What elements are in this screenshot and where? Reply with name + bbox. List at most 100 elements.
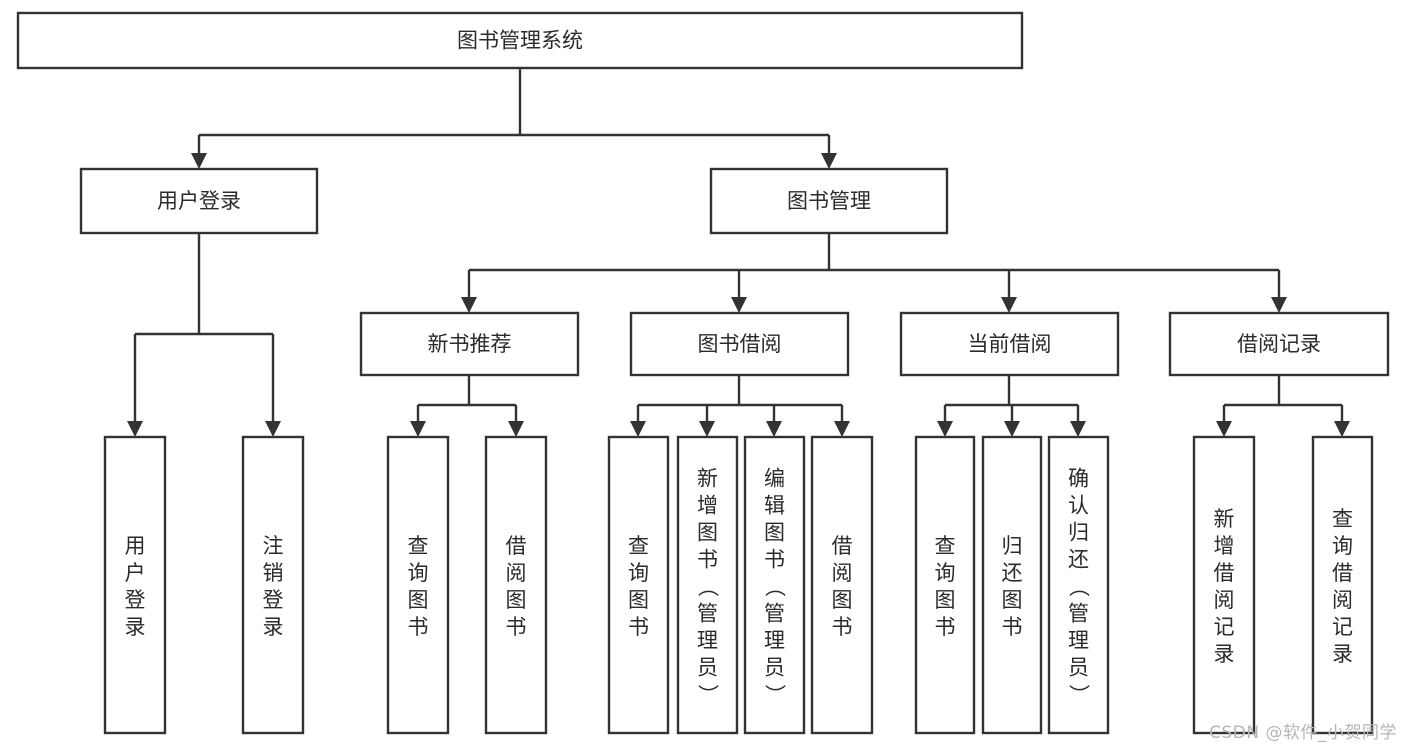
node-root[interactable]: 图书管理系统 xyxy=(16,11,1024,70)
node-leaf-7-box xyxy=(810,435,874,735)
node-level3-0-box xyxy=(359,311,580,377)
node-level3-1[interactable]: 图书借阅 xyxy=(629,311,850,377)
node-leaf-9-box xyxy=(981,435,1043,735)
node-level3-2[interactable]: 当前借阅 xyxy=(899,311,1120,377)
node-leaf-9-label-char: 还 xyxy=(1002,561,1023,585)
node-leaf-2-box xyxy=(386,435,450,735)
node-level2-0-label: 用户登录 xyxy=(157,189,241,213)
node-leaf-6-label-char: 理 xyxy=(764,629,785,653)
node-leaf-10-label-char: 还 xyxy=(1068,548,1089,572)
node-leaf-6-box xyxy=(743,435,806,735)
node-leaf-12-label-char: 阅 xyxy=(1332,588,1353,612)
node-leaf-6-label-char: 辑 xyxy=(764,494,785,518)
connector-layer xyxy=(127,68,1350,437)
node-leaf-5-label-char: 理 xyxy=(697,629,718,653)
node-leaf-6-label-char: 图 xyxy=(764,521,785,545)
node-leaf-2-label-char: 查 xyxy=(408,534,429,558)
node-level3-2-box xyxy=(899,311,1120,377)
user-to-leaf-0-arrowhead xyxy=(127,421,143,437)
node-leaf-3-label-char: 书 xyxy=(506,615,527,639)
node-leaf-5-label-char: 员 xyxy=(697,656,718,680)
node-leaf-11-box xyxy=(1192,435,1256,735)
node-leaf-10-label-char: （ xyxy=(1067,576,1091,597)
level3-0-to-leaf-1-arrowhead xyxy=(508,421,524,437)
node-leaf-6-label-char: 管 xyxy=(764,602,785,626)
node-leaf-11-label-char: 新 xyxy=(1214,507,1235,531)
node-leaf-8-label-char: 书 xyxy=(935,615,956,639)
node-leaf-7-label-char: 书 xyxy=(832,615,853,639)
level3-0-to-leaf-0-arrowhead xyxy=(410,421,426,437)
node-leaf-5-label-char: 管 xyxy=(697,602,718,626)
node-level3-0-label: 新书推荐 xyxy=(428,332,512,356)
root-to-level2-0-arrowhead xyxy=(191,153,207,169)
node-leaf-8-label-char: 图 xyxy=(935,588,956,612)
node-leaf-7-label-char: 图 xyxy=(832,588,853,612)
node-leaf-11-label-char: 增 xyxy=(1214,534,1235,558)
node-leaf-9-label-char: 图 xyxy=(1002,588,1023,612)
csdn-watermark: CSDN @软件_小贺同学 xyxy=(1209,723,1397,743)
node-leaf-5-label-char: ） xyxy=(696,684,720,705)
level3-3-to-leaf-0-arrowhead xyxy=(1216,421,1232,437)
node-leaf-12-label-char: 记 xyxy=(1332,615,1353,639)
node-leaf-1-box xyxy=(241,435,305,735)
node-leaf-9-label-char: 书 xyxy=(1002,615,1023,639)
node-leaf-3-label-char: 借 xyxy=(506,534,527,558)
node-level2-1[interactable]: 图书管理 xyxy=(709,167,949,235)
node-leaf-12-label-char: 询 xyxy=(1332,534,1353,558)
node-level2-0[interactable]: 用户登录 xyxy=(79,167,319,235)
book-to-level3-0-arrowhead xyxy=(461,297,477,313)
node-leaf-10-label-char: 归 xyxy=(1068,521,1089,545)
node-level2-1-box xyxy=(709,167,949,235)
node-leaf-10-label-char: 员 xyxy=(1068,656,1089,680)
node-leaf-6-label-char: 编 xyxy=(764,467,785,491)
node-leaf-10-label-char: 管 xyxy=(1068,602,1089,626)
node-leaf-3-box xyxy=(484,435,548,735)
node-leaf-8-label-char: 查 xyxy=(935,534,956,558)
node-leaf-2-label-char: 询 xyxy=(408,561,429,585)
node-leaf-5-label-char: 图 xyxy=(697,521,718,545)
node-leaf-11-label-char: 记 xyxy=(1214,615,1235,639)
node-leaf-1-label-char: 注 xyxy=(263,534,284,558)
node-level3-0[interactable]: 新书推荐 xyxy=(359,311,580,377)
node-leaf-5-label-char: （ xyxy=(696,576,720,597)
node-root-label: 图书管理系统 xyxy=(457,29,583,53)
node-leaf-0-box xyxy=(103,435,167,735)
node-level3-3[interactable]: 借阅记录 xyxy=(1168,311,1390,377)
node-leaf-11-label-char: 阅 xyxy=(1214,588,1235,612)
node-leaf-3-label-char: 图 xyxy=(506,588,527,612)
node-leaf-1-label-char: 登 xyxy=(263,588,284,612)
node-level3-1-box xyxy=(629,311,850,377)
level3-1-to-leaf-1-arrowhead xyxy=(699,421,715,437)
node-leaf-12-label-char: 录 xyxy=(1332,642,1353,666)
node-leaf-4-label-char: 询 xyxy=(628,561,649,585)
node-leaf-0-label-char: 用 xyxy=(125,534,146,558)
node-leaf-2-label-char: 图 xyxy=(408,588,429,612)
node-leaf-10-label-char: ） xyxy=(1067,684,1091,705)
node-leaf-10-label-char: 确 xyxy=(1068,467,1089,491)
node-leaf-0-label-char: 登 xyxy=(125,588,146,612)
node-leaf-6-label-char: 员 xyxy=(764,656,785,680)
node-leaf-5-label-char: 增 xyxy=(697,494,718,518)
node-leaf-10-label-char: 理 xyxy=(1068,629,1089,653)
node-leaf-0-label-char: 户 xyxy=(125,561,146,585)
node-leaf-0[interactable]: 用户登录 xyxy=(103,435,167,735)
level3-1-to-leaf-3-arrowhead xyxy=(834,421,850,437)
node-leaf-1-label-char: 录 xyxy=(263,615,284,639)
node-leaf-12-box xyxy=(1311,435,1374,735)
node-leaf-6-label-char: 书 xyxy=(764,548,785,572)
node-leaf-12-label-char: 借 xyxy=(1332,561,1353,585)
